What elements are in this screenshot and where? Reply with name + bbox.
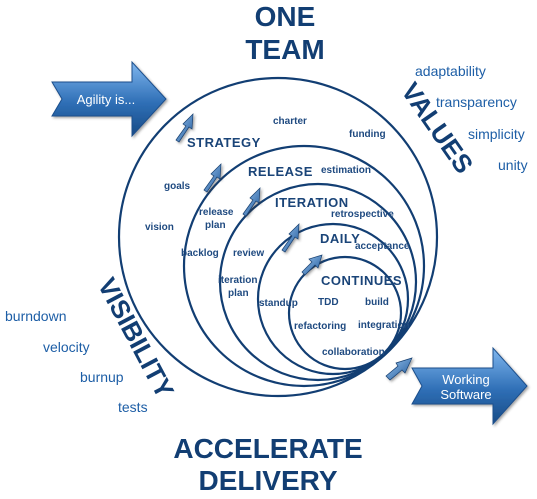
activity-collaboration: collaboration (322, 347, 385, 358)
cycle-arrows (175, 113, 413, 381)
daily-circle (256, 222, 410, 376)
level-strategy: STRATEGY (187, 135, 261, 150)
level-iteration: ITERATION (275, 195, 349, 210)
iteration-circle (218, 182, 418, 382)
working-label: Working (442, 372, 489, 387)
activity-iteration-plan-line2: plan (228, 288, 249, 299)
visibility-velocity: velocity (43, 339, 90, 355)
level-daily: DAILY (320, 231, 360, 246)
activity-tdd: TDD (318, 297, 339, 308)
activity-vision: vision (145, 222, 174, 233)
activity-estimation: estimation (321, 165, 371, 176)
activity-build: build (365, 297, 389, 308)
activity-charter: charter (273, 116, 307, 127)
agility-arrow-icon (51, 60, 167, 138)
activity-release-plan-line2: plan (205, 220, 226, 231)
continues-arrow-icon (301, 254, 323, 276)
iteration-arrow-icon (242, 187, 261, 217)
release-circle (182, 144, 426, 388)
title-one: ONE (255, 1, 316, 32)
working-software-arrow-icon (411, 346, 528, 426)
value-unity: unity (498, 157, 528, 173)
title-delivery: DELIVERY (199, 465, 338, 496)
agility-arrow-label: Agility is... (77, 92, 136, 107)
activity-release-plan-line1: release (199, 207, 234, 218)
output-arrow: Working Software (411, 346, 528, 426)
values-heading: VALUES (395, 77, 479, 179)
title-team: TEAM (245, 34, 324, 65)
visibility-tests: tests (118, 399, 148, 415)
value-transparency: transparency (436, 94, 517, 110)
visibility-burndown: burndown (5, 308, 67, 324)
level-continues: CONTINUES (321, 273, 402, 288)
daily-arrow-icon (281, 223, 300, 253)
activity-integration: integration (358, 320, 410, 331)
continues-circle (287, 255, 403, 371)
activity-refactoring: refactoring (294, 321, 346, 332)
visibility-burnup: burnup (80, 369, 124, 385)
activity-retrospective: retrospective (331, 209, 394, 220)
strategy-circle (117, 76, 439, 398)
level-release: RELEASE (248, 164, 313, 179)
activity-review: review (233, 248, 264, 259)
strategy-arrow-icon (175, 113, 194, 143)
agility-arrow: Agility is... (51, 60, 167, 138)
activity-acceptance: acceptance (355, 241, 410, 252)
convergence-arrow-icon (385, 357, 413, 381)
release-arrow-icon (203, 163, 222, 193)
value-simplicity: simplicity (468, 126, 525, 142)
title-accelerate: ACCELERATE (173, 433, 362, 464)
activity-iteration-plan-line1: iteration (218, 275, 257, 286)
cycle-circles (117, 76, 439, 398)
activity-funding: funding (349, 129, 386, 140)
activity-goals: goals (164, 181, 191, 192)
activity-backlog: backlog (181, 248, 219, 259)
software-label: Software (440, 387, 491, 402)
activity-standup: standup (259, 298, 298, 309)
value-adaptability: adaptability (415, 63, 486, 79)
